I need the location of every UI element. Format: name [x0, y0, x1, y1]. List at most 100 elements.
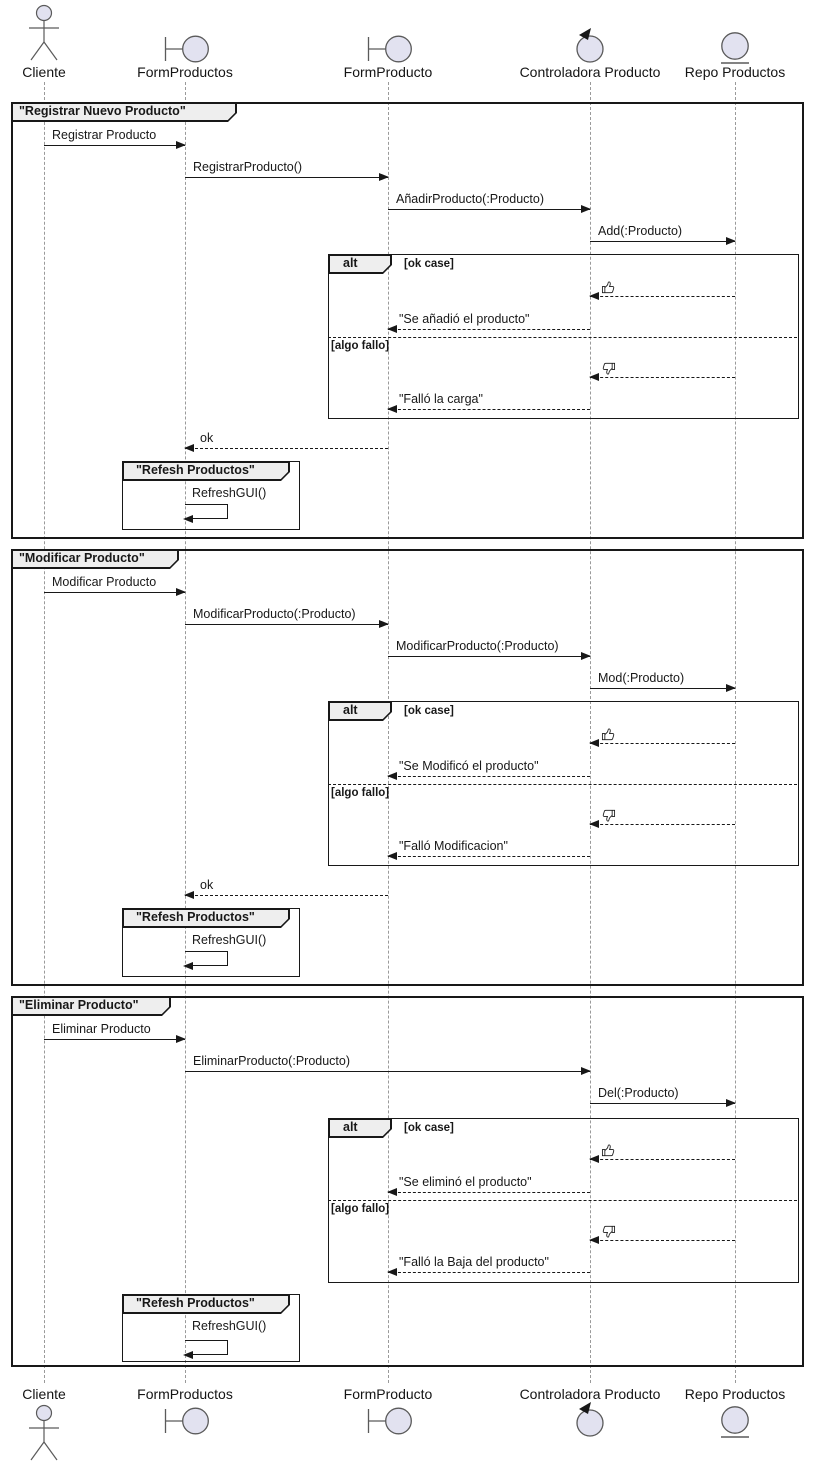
lifeline-formproducto — [388, 82, 389, 1383]
arrowhead — [176, 1034, 186, 1043]
alt-divider — [328, 784, 797, 785]
alt-fragment — [328, 701, 799, 866]
arrowhead — [183, 515, 193, 523]
arrowhead — [589, 372, 599, 381]
guard-algo-fallo: [algo fallo] — [331, 787, 390, 799]
arrowhead — [387, 1267, 397, 1276]
thumbs-up-icon — [601, 1143, 616, 1158]
lifeline-repo — [735, 82, 736, 1383]
thumbs-down-icon — [601, 1224, 616, 1239]
arrowhead — [176, 140, 186, 149]
guard-algo-fallo: [algo fallo] — [331, 340, 390, 352]
arrowhead — [589, 1154, 599, 1163]
participant-label-repo: Repo Productos — [684, 1386, 786, 1402]
message-label: "Se Modificó el producto" — [399, 759, 539, 773]
control-icon — [575, 1402, 605, 1438]
frame-title-tab: "Refesh Productos" — [122, 461, 290, 481]
message-label: "Falló Modificacion" — [399, 839, 508, 853]
thumbs-down-icon — [601, 808, 616, 823]
arrowhead — [589, 819, 599, 828]
arrowhead — [589, 738, 599, 747]
participant-label-formproductos: FormProductos — [137, 1386, 233, 1402]
frame-title-tab: "Refesh Productos" — [122, 908, 290, 928]
thumbs-down-icon — [601, 361, 616, 376]
participant-label-cliente: Cliente — [22, 1386, 66, 1402]
message-label: "Se eliminó el producto" — [399, 1175, 532, 1189]
lifeline-cliente — [44, 82, 45, 1383]
frame-title: "Registrar Nuevo Producto" — [19, 104, 186, 118]
frame-eliminar-producto — [11, 996, 804, 1367]
arrowhead — [387, 324, 397, 333]
self-message-label: RefreshGUI() — [192, 486, 267, 500]
arrowhead — [183, 962, 193, 970]
actor-icon — [26, 1404, 62, 1462]
boundary-icon — [367, 34, 413, 64]
arrowhead — [176, 587, 186, 596]
message-label: ModificarProducto(:Producto) — [396, 639, 559, 653]
entity-icon — [720, 1404, 750, 1440]
arrowhead — [184, 443, 194, 452]
alt-operator: alt — [343, 1120, 358, 1134]
self-message-refreshgui — [183, 951, 228, 970]
alt-operator-tab: alt — [328, 701, 392, 721]
self-message-label: RefreshGUI() — [192, 1319, 267, 1333]
arrowhead — [726, 236, 736, 245]
arrowhead — [581, 1066, 591, 1075]
actor-icon — [26, 4, 62, 62]
message-label: ModificarProducto(:Producto) — [193, 607, 356, 621]
frame-modificar-producto — [11, 549, 804, 986]
guard-algo-fallo: [algo fallo] — [331, 1203, 390, 1215]
frame-title-tab: "Eliminar Producto" — [11, 996, 171, 1016]
message-label: "Falló la Baja del producto" — [399, 1255, 549, 1269]
lifeline-controladora — [590, 82, 591, 1383]
alt-operator: alt — [343, 256, 358, 270]
arrowhead — [379, 619, 389, 628]
participant-label-controladora: Controladora Producto — [519, 64, 661, 80]
arrowhead — [183, 1351, 193, 1359]
entity-icon — [720, 30, 750, 66]
alt-operator: alt — [343, 703, 358, 717]
arrowhead — [387, 851, 397, 860]
alt-divider — [328, 1200, 797, 1201]
boundary-icon — [367, 1406, 413, 1436]
frame-title: "Eliminar Producto" — [19, 998, 139, 1012]
alt-operator-tab: alt — [328, 254, 392, 274]
participant-label-formproductos: FormProductos — [137, 64, 233, 80]
frame-title: "Refesh Productos" — [136, 463, 255, 477]
message-label: Modificar Producto — [52, 575, 157, 589]
participant-label-cliente: Cliente — [22, 64, 66, 80]
message-label: "Falló la carga" — [399, 392, 483, 406]
control-icon — [575, 28, 605, 64]
message-label: Registrar Producto — [52, 128, 157, 142]
arrowhead — [589, 1235, 599, 1244]
message-label: "Se añadió el producto" — [399, 312, 530, 326]
message-label: ok — [200, 878, 214, 892]
participant-label-formproducto: FormProducto — [343, 1386, 433, 1402]
alt-fragment — [328, 254, 799, 419]
arrowhead — [726, 1098, 736, 1107]
frame-title-tab: "Refesh Productos" — [122, 1294, 290, 1314]
boundary-icon — [164, 34, 210, 64]
arrowhead — [184, 890, 194, 899]
message-label: Del(:Producto) — [598, 1086, 679, 1100]
arrowhead — [379, 172, 389, 181]
self-message-refreshgui — [183, 1340, 228, 1359]
arrowhead — [581, 651, 591, 660]
message-label: ok — [200, 431, 214, 445]
frame-title: "Refesh Productos" — [136, 910, 255, 924]
frame-title-tab: "Modificar Producto" — [11, 549, 179, 569]
frame-title: "Modificar Producto" — [19, 551, 145, 565]
guard-ok-case: [ok case] — [404, 258, 454, 270]
lifeline-formproductos — [185, 82, 186, 1383]
arrowhead — [589, 291, 599, 300]
thumbs-up-icon — [601, 280, 616, 295]
self-message-refreshgui — [183, 504, 228, 523]
message-label: Mod(:Producto) — [598, 671, 685, 685]
message-label: RegistrarProducto() — [193, 160, 303, 174]
thumbs-up-icon — [601, 727, 616, 742]
message-label: AñadirProducto(:Producto) — [396, 192, 544, 206]
alt-operator-tab: alt — [328, 1118, 392, 1138]
alt-divider — [328, 337, 797, 338]
arrowhead — [581, 204, 591, 213]
